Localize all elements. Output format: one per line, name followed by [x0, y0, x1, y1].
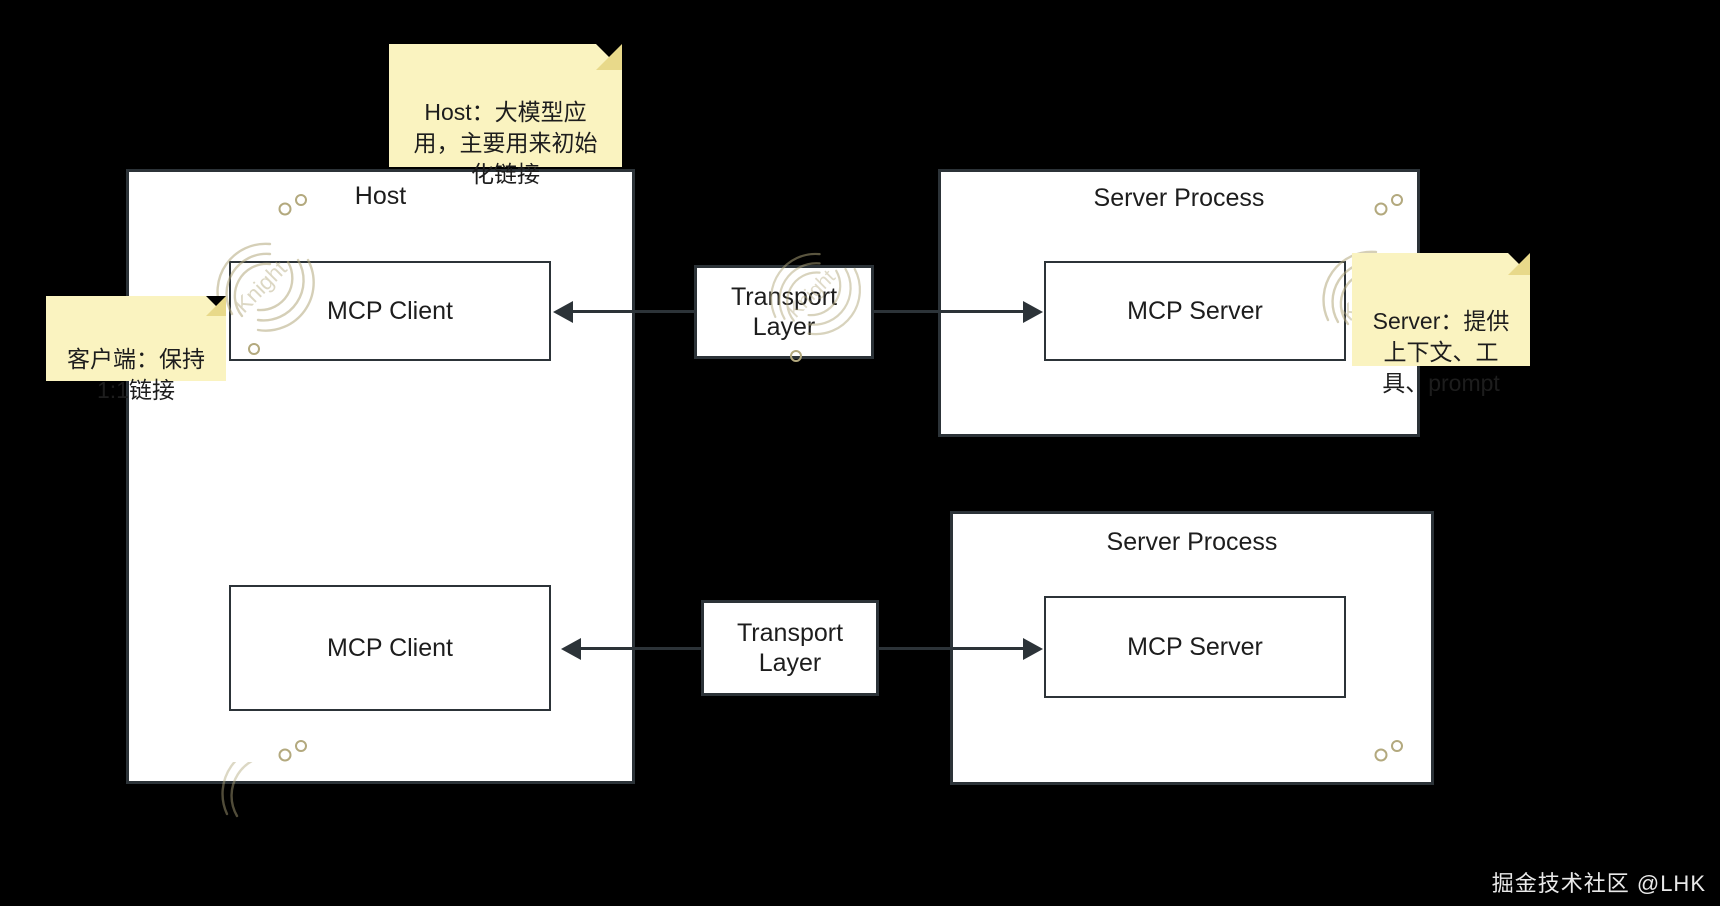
arrow-to-server2	[1023, 638, 1043, 660]
transport-layer-label-2: Transport Layer	[736, 618, 844, 678]
arrow-to-client2	[561, 638, 581, 660]
arrow-to-server1	[1023, 301, 1043, 323]
mcp-server-label-2: MCP Server	[1127, 633, 1263, 661]
transport-layer-box-2[interactable]: Transport Layer	[701, 600, 879, 696]
note-fold-shadow-icon	[1508, 253, 1530, 275]
sticky-note-host-text: Host：大模型应 用，主要用来初始 化链接	[413, 99, 598, 188]
link-transport2-server2	[878, 647, 1025, 650]
server-process-title-2: Server Process	[1106, 528, 1278, 556]
mcp-server-box-1[interactable]: MCP Server	[1044, 261, 1346, 361]
note-fold-shadow-icon	[206, 296, 226, 316]
link-transport1-server1	[873, 310, 1025, 313]
note-fold-shadow-icon	[596, 44, 622, 70]
mcp-client-box-2[interactable]: MCP Client	[229, 585, 551, 711]
mcp-server-box-2[interactable]: MCP Server	[1044, 596, 1346, 698]
site-watermark: 掘金技术社区 @LHK	[1491, 871, 1706, 896]
mcp-client-box-1[interactable]: MCP Client	[229, 261, 551, 361]
mcp-client-label-2: MCP Client	[327, 634, 453, 662]
sticky-note-client-text: 客户端：保持 1:1链接	[67, 346, 205, 404]
sticky-note-client: 客户端：保持 1:1链接	[46, 296, 226, 403]
server-process-title-1: Server Process	[1093, 184, 1265, 212]
link-transport2-client2	[581, 647, 702, 650]
sticky-note-host: Host：大模型应 用，主要用来初始 化链接	[389, 44, 622, 187]
transport-layer-label-1: Transport Layer	[730, 282, 838, 342]
sticky-note-server: Server：提供 上下文、工 具、prompt	[1352, 253, 1530, 396]
mcp-client-label-1: MCP Client	[327, 297, 453, 325]
link-transport1-client1	[573, 310, 695, 313]
host-title: Host	[354, 182, 407, 210]
arrow-to-client1	[553, 301, 573, 323]
transport-layer-box-1[interactable]: Transport Layer	[694, 265, 874, 359]
mcp-server-label-1: MCP Server	[1127, 297, 1263, 325]
sticky-note-server-text: Server：提供 上下文、工 具、prompt	[1372, 308, 1510, 397]
server-process-box-1	[938, 169, 1420, 437]
